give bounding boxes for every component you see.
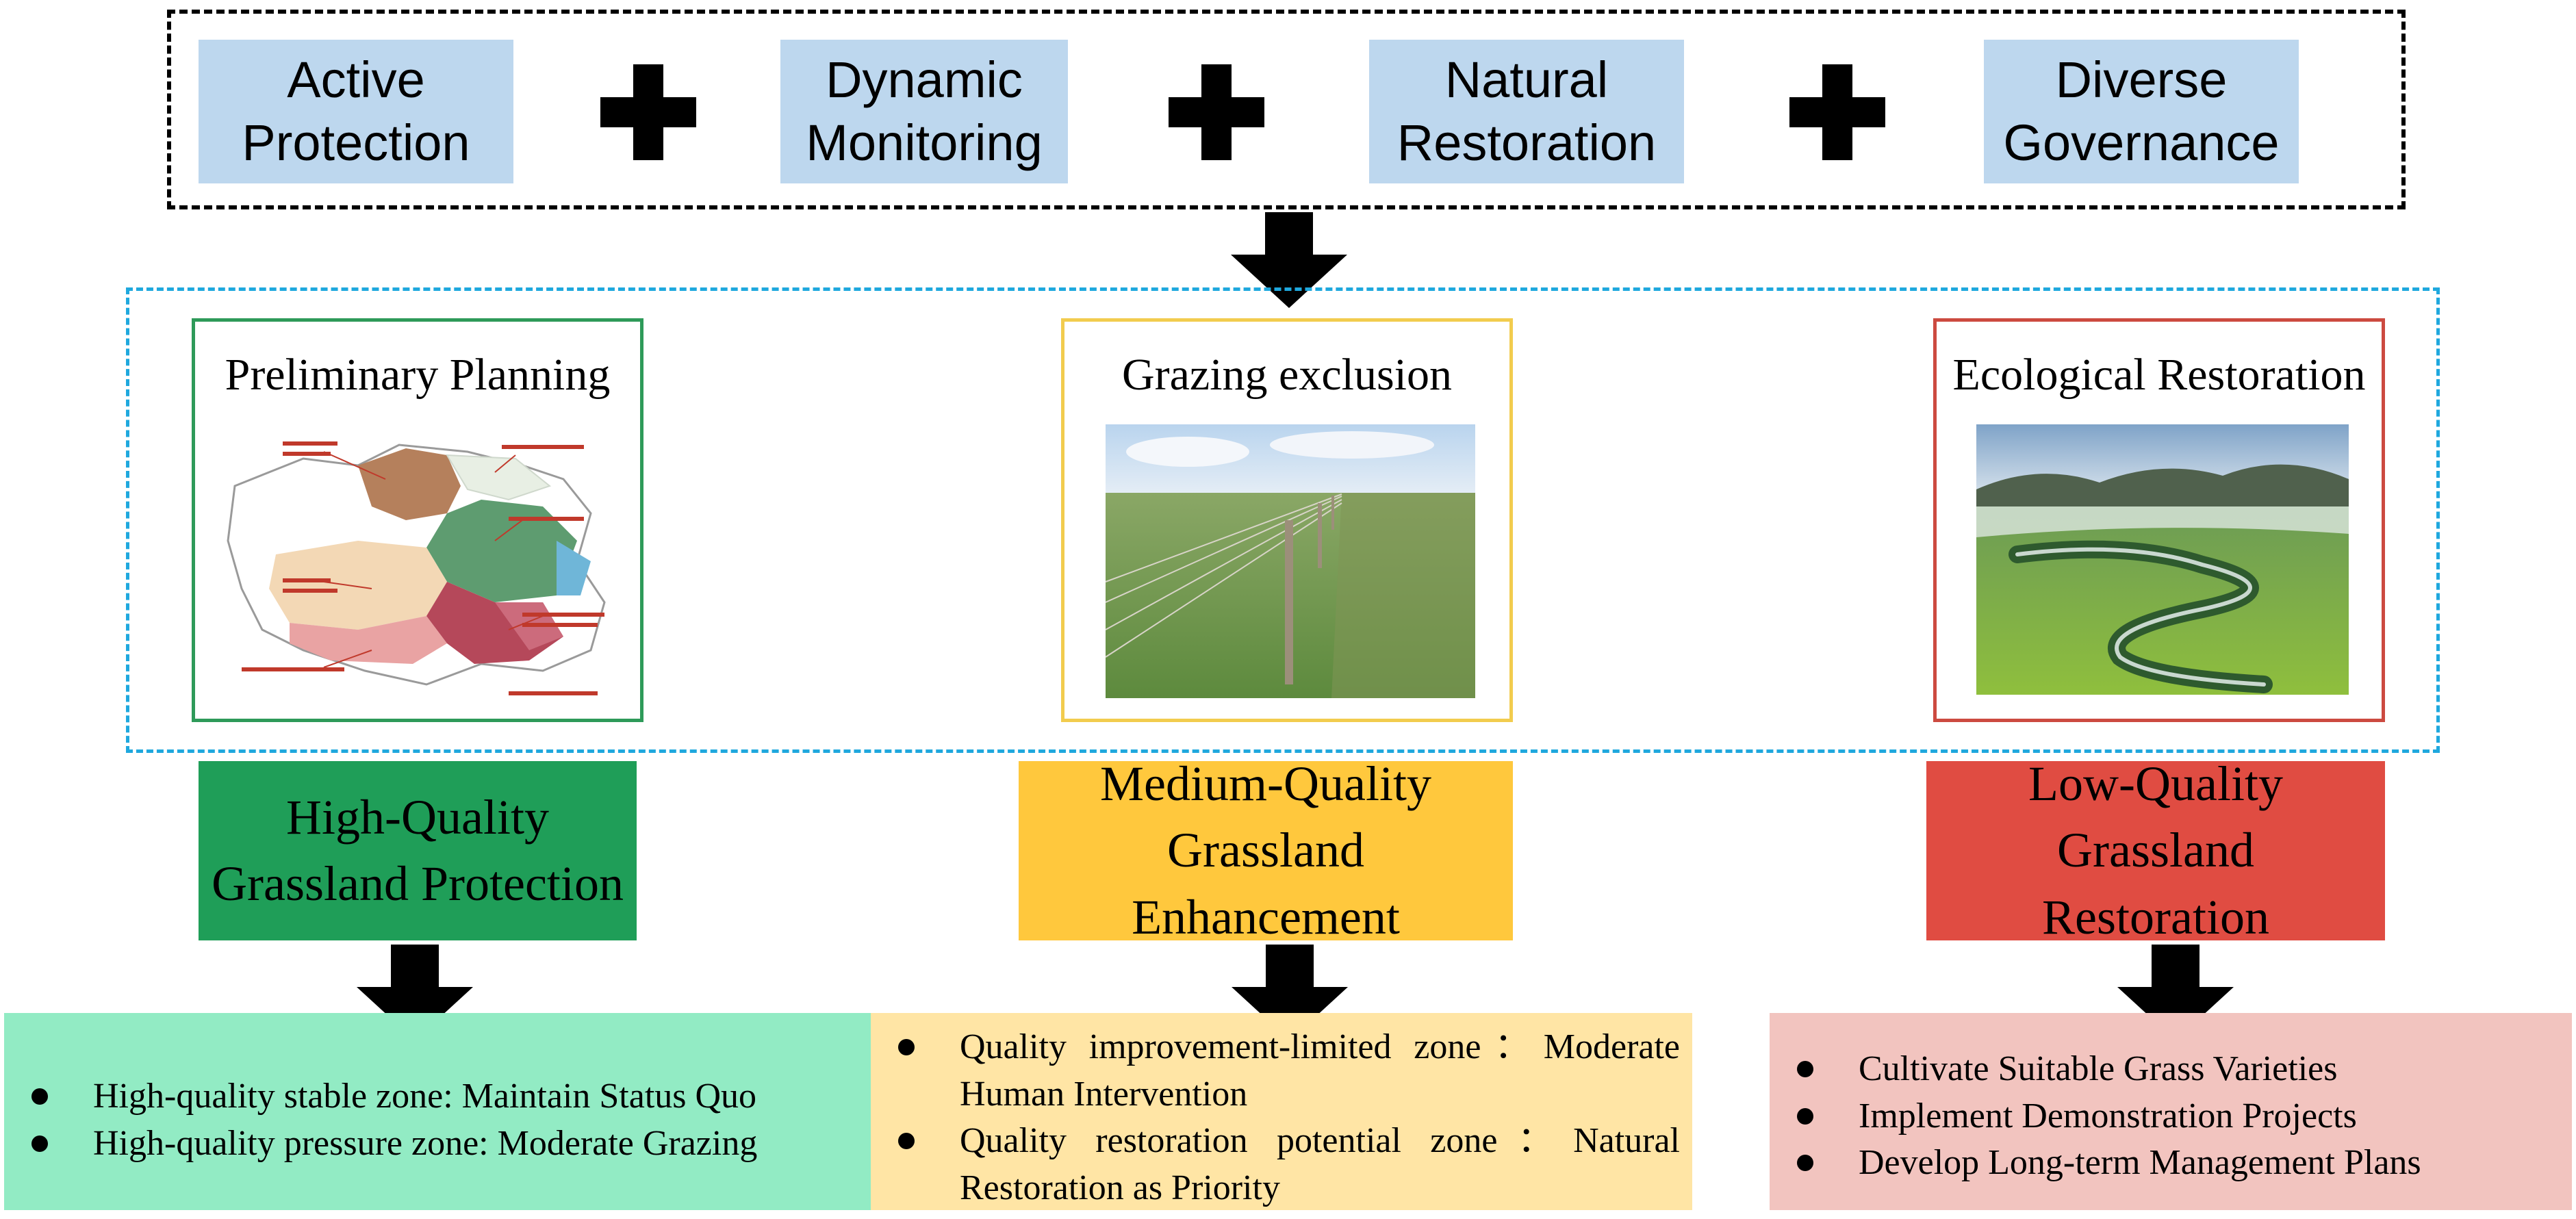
card-grazing-exclusion: Grazing exclusion — [1061, 318, 1513, 722]
plus-icon — [1169, 64, 1264, 160]
list-item: High-quality stable zone: Maintain Statu… — [4, 1073, 850, 1120]
list-item: Implement Demonstration Projects — [1770, 1093, 2558, 1140]
plus-icon — [600, 64, 696, 160]
down-arrow-icon — [357, 945, 473, 1040]
grazing-fence-photo — [1106, 424, 1475, 698]
down-arrow-icon — [1232, 945, 1348, 1040]
bullet-icon — [1797, 1107, 1813, 1125]
list-item: Quality restoration potential zone：Natur… — [871, 1118, 1680, 1211]
bullet-icon — [31, 1135, 48, 1152]
measures-low-quality: Cultivate Suitable Grass Varieties Imple… — [1770, 1013, 2572, 1210]
card-ecological-restoration: Ecological Restoration — [1933, 318, 2385, 722]
principle-active-protection: Active Protection — [199, 40, 513, 183]
down-arrow-icon — [1231, 212, 1347, 308]
category-medium-quality: Medium-Quality Grassland Enhancement — [1019, 756, 1513, 945]
bullet-icon — [898, 1039, 915, 1055]
list-item: Cultivate Suitable Grass Varieties — [1770, 1046, 2558, 1093]
card-title: Preliminary Planning — [225, 350, 611, 400]
bullet-icon — [898, 1133, 915, 1150]
measures-high-quality: High-quality stable zone: Maintain Statu… — [4, 1013, 871, 1210]
card-title: Grazing exclusion — [1121, 350, 1452, 400]
approaches-frame — [126, 287, 2440, 753]
measures-medium-quality: Quality improvement-limited zone：Moderat… — [871, 1013, 1692, 1210]
principle-dynamic-monitoring: Dynamic Monitoring — [780, 40, 1068, 183]
list-item: High-quality pressure zone: Moderate Gra… — [4, 1120, 850, 1168]
category-low-quality: Low-Quality Grassland Restoration — [1926, 756, 2385, 945]
principle-natural-restoration: Natural Restoration — [1369, 40, 1684, 183]
bullet-icon — [1797, 1155, 1813, 1172]
principle-diverse-governance: Diverse Governance — [1984, 40, 2299, 183]
card-title: Ecological Restoration — [1952, 350, 2366, 400]
card-preliminary-planning: Preliminary Planning — [192, 318, 643, 722]
planning-map-image — [221, 424, 617, 705]
list-item: Quality improvement-limited zone：Moderat… — [871, 1024, 1680, 1118]
restoration-river-photo — [1976, 424, 2349, 695]
list-item: Develop Long-term Management Plans — [1770, 1140, 2558, 1187]
category-high-quality: High-Quality Grassland Protection — [199, 761, 637, 940]
plus-icon — [1789, 64, 1885, 160]
down-arrow-icon — [2117, 945, 2234, 1040]
bullet-icon — [31, 1088, 48, 1105]
bullet-icon — [1797, 1061, 1813, 1077]
principles-frame — [167, 10, 2406, 209]
